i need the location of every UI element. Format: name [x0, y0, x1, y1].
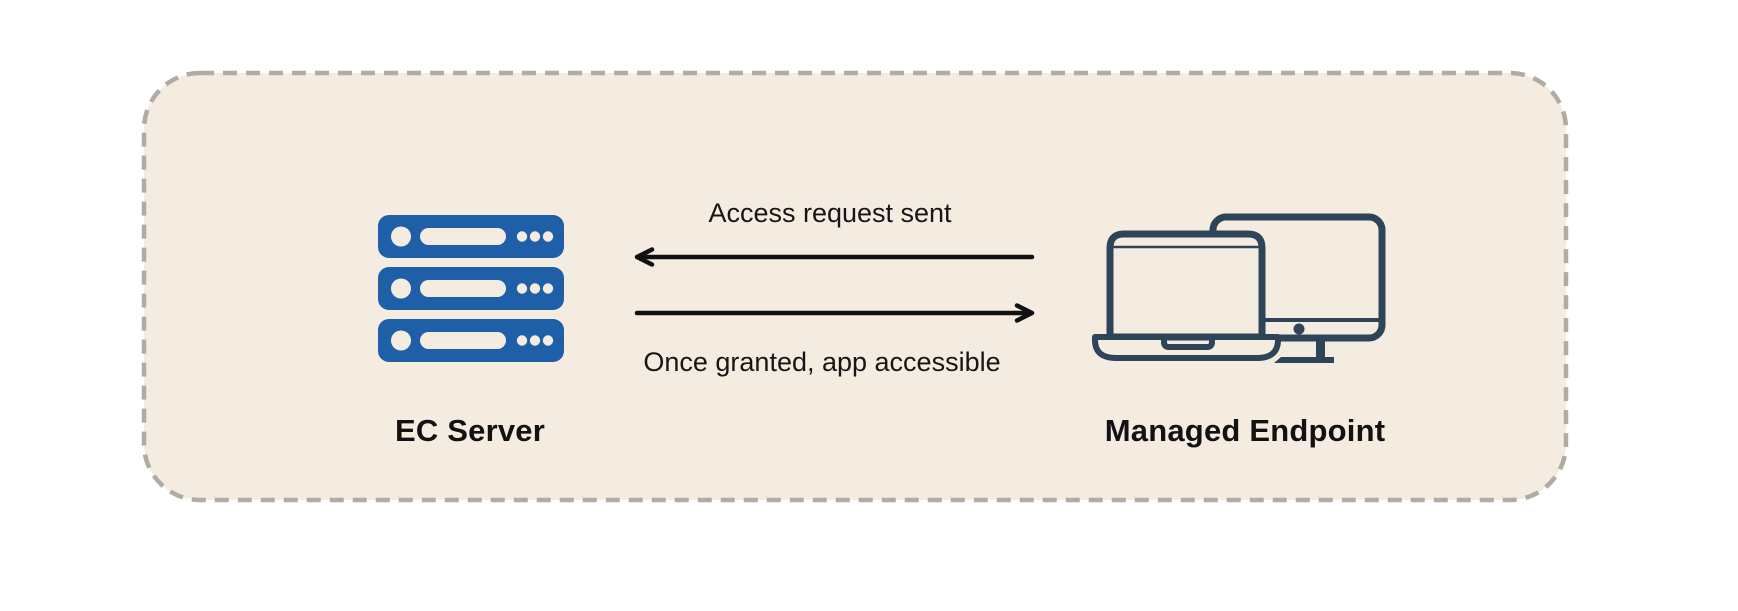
server-tier-3 — [378, 319, 564, 362]
dashed-boundary-panel — [141, 70, 1569, 503]
server-tier-1 — [378, 215, 564, 258]
node-label-managed-endpoint: Managed Endpoint — [1104, 413, 1386, 448]
flow-caption-access-request: Access request sent — [708, 198, 952, 228]
server-stack-icon — [378, 215, 564, 362]
node-label-ec-server: EC Server — [394, 413, 545, 448]
server-tier-2 — [378, 267, 564, 310]
flow-arrows — [634, 247, 1035, 323]
laptop-and-monitor-icon — [1092, 213, 1386, 363]
laptop-icon — [1092, 230, 1281, 361]
arrow-right-to-left — [634, 247, 1035, 267]
panel-border — [141, 70, 1569, 503]
flow-caption-once-granted: Once granted, app accessible — [643, 347, 1001, 377]
arrow-left-to-right — [634, 303, 1035, 323]
